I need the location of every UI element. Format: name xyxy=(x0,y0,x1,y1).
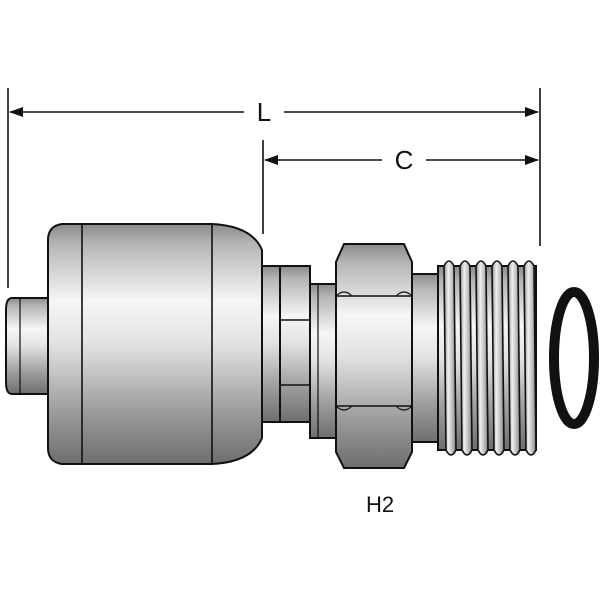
socket-collar xyxy=(261,265,337,439)
hex-size-label: H2 xyxy=(366,492,394,517)
dimension-c: C xyxy=(264,145,539,175)
threaded-end xyxy=(411,260,537,456)
o-ring xyxy=(549,287,599,429)
dimension-c-label: C xyxy=(395,145,414,175)
hose-stem xyxy=(5,297,57,395)
dimension-l: L xyxy=(9,97,539,127)
crimp-ferrule xyxy=(47,223,263,465)
hex-nut xyxy=(335,243,413,469)
dimension-l-label: L xyxy=(257,97,271,127)
